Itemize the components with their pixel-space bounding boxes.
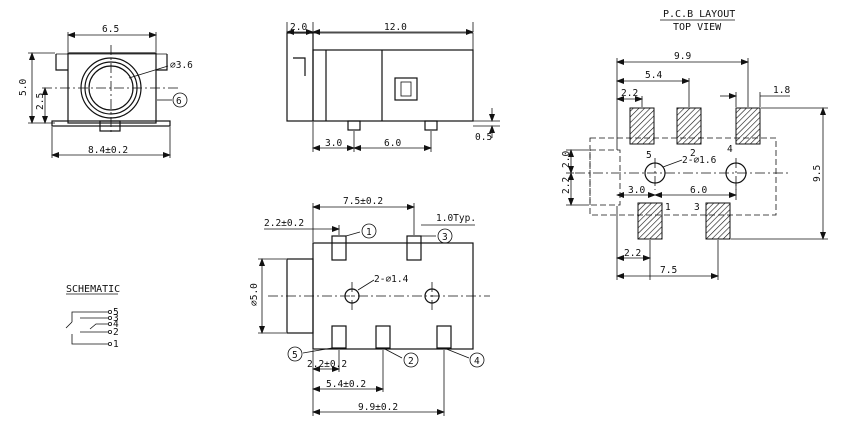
pcb-layout: P.C.B LAYOUT TOP VIEW 5 2 4 1 3 2-⌀1.6 9… [561,9,828,280]
callout-2-circle [403,352,419,368]
side-window [394,77,418,101]
callout-6: 6 [176,96,182,107]
pcb-pad-label-5: 5 [646,150,652,161]
pcb-dim-60: 6.0 [690,185,707,196]
callout-3-circle [437,228,453,244]
side-dim-a: 3.0 [325,138,342,149]
side-dim-b: 6.0 [384,138,401,149]
pcb-dim-22: 2.2 [621,88,638,99]
bottom-pin-5 [331,325,347,349]
bottom-dim-left: 2.2±0.2 [264,218,304,229]
side-body [312,49,474,122]
pcb-pad-label-1: 1 [665,202,671,213]
callout-2: 2 [408,356,414,367]
schematic-wire-4 [89,323,108,330]
bottom-dim-dia: ⌀5.0 [249,283,260,306]
side-view: 0.5 2.0 12.0 3.0 6.0 [286,22,500,152]
pcb-front-outline [589,149,621,206]
bottom-dim-holes: 2-⌀1.4 [374,274,409,285]
pcb-pad-label-2: 2 [690,148,696,159]
pcb-dim-30: 3.0 [628,185,645,196]
bottom-dim-bot2: 5.4±0.2 [326,379,366,390]
bottom-pin-4 [436,325,452,349]
schematic-pin-1: 1 [113,339,119,350]
pcb-pad-4 [735,107,761,145]
callout-5-circle [287,346,303,362]
side-pin-a [347,120,361,131]
bottom-pin-3 [406,235,422,261]
front-right-flange [156,54,168,71]
bottom-dim-typ: 1.0Typ. [436,213,476,224]
schematic-pin-4: 4 [113,319,119,330]
callout-4: 4 [474,356,480,367]
side-pin-b [424,120,438,131]
pcb-dim-18: 1.8 [773,85,790,96]
side-window-inner [400,81,412,97]
pcb-subtitle: TOP VIEW [673,22,722,33]
front-hole-leader [128,65,169,79]
side-dim-length: 12.0 [384,22,407,33]
pcb-pad-3 [705,202,731,240]
pcb-pad-label-3: 3 [694,202,700,213]
schematic-pin-2: 2 [113,327,119,338]
front-dim-base: 8.4±0.2 [88,145,128,156]
callout-3: 3 [442,232,448,243]
schematic-pin-5: 5 [113,307,119,318]
side-dim-c: 0.5 [475,132,492,143]
pcb-dim-22b: 2.2 [624,248,641,259]
callout-4-circle [469,352,485,368]
callout-1: 1 [366,227,372,238]
pcb-dim-54: 5.4 [645,70,662,81]
pcb-dim-holes: 2-⌀1.6 [682,155,717,166]
side-front-flange [286,32,314,122]
pcb-pad-label-4: 4 [727,144,733,155]
pcb-title: P.C.B LAYOUT [663,9,735,20]
front-dim-width: 6.5 [102,24,119,35]
pcb-pad-1 [637,202,663,240]
pcb-pad-2 [676,107,702,145]
front-dim-height: 5.0 [18,79,29,96]
side-dim-front: 2.0 [290,22,307,33]
callout-6-circle [172,92,188,108]
front-dim-hole: ⌀3.6 [170,60,193,71]
callout-5: 5 [292,350,298,361]
schematic-wire-5 [65,311,108,329]
pcb-dim-20: 2.0 [561,151,572,168]
pcb-outline [589,137,777,216]
side-latch [293,57,306,76]
pcb-dim-75: 7.5 [660,265,677,276]
schematic-wire-1 [71,334,108,345]
schematic: SCHEMATIC 5 3 4 2 1 [65,284,120,350]
pcb-dim-22v: 2.2 [561,177,572,194]
pcb-dim-99: 9.9 [674,51,691,62]
pcb-dim-95: 9.5 [812,165,823,182]
bottom-pin-2 [375,325,391,349]
front-tab [99,120,121,132]
bottom-dim-top: 7.5±0.2 [343,196,383,207]
callout-1-circle [361,223,377,239]
front-left-flange [55,54,68,71]
pcb-pad-5 [629,107,655,145]
bottom-pin-1 [331,235,347,261]
schematic-title: SCHEMATIC [66,284,120,295]
bottom-dim-bot3: 9.9±0.2 [358,402,398,413]
bottom-view: 7.5±0.2 2.2±0.2 1.0Typ. ⌀5.0 2-⌀1.4 2.2±… [249,196,490,416]
front-dim-center: 2.5 [35,93,46,110]
schematic-pin-3: 3 [113,313,119,324]
front-view: 6.5 5.0 2.5 ⌀3.6 8.4±0.2 6 [18,24,193,158]
bottom-dim-bot1: 2.2±0.2 [307,359,347,370]
